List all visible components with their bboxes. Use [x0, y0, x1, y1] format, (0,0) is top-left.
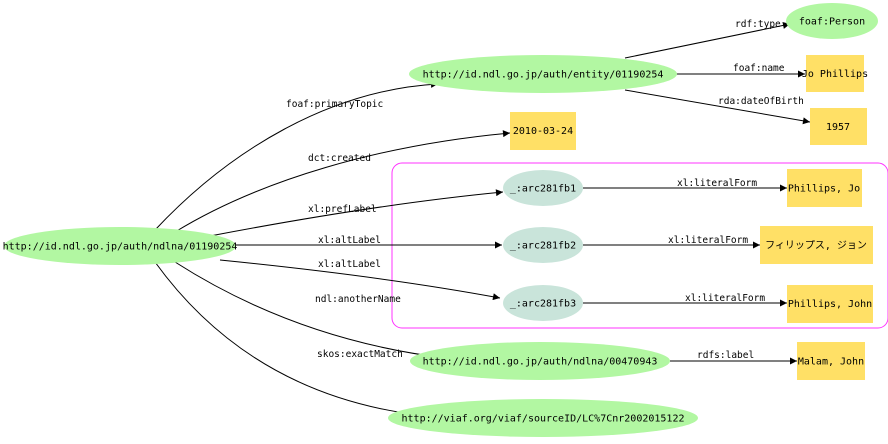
edge-label-alt-label-1: xl:altLabel [318, 235, 381, 246]
node-foaf-person[interactable]: foaf:Person [786, 3, 878, 39]
node-blank-1[interactable]: _:arc281fb1 [503, 170, 583, 206]
node-label: フィリップス, ジョン [765, 240, 867, 252]
node-ndlna-other[interactable]: http://id.ndl.go.jp/auth/ndlna/00470943 [410, 342, 670, 380]
node-birth-literal[interactable]: 1957 [810, 108, 867, 145]
edge-label-another-name: ndl:anotherName [315, 294, 401, 305]
literal-node-shape [787, 169, 862, 207]
edge-label-literal-form-1: xl:literalForm [677, 178, 757, 189]
node-viaf[interactable]: http://viaf.org/viaf/sourceID/LC%7Cnr200… [388, 399, 698, 437]
node-blank-3[interactable]: _:arc281fb3 [503, 285, 583, 321]
node-label: http://id.ndl.go.jp/auth/ndlna/01190254 [3, 242, 238, 253]
node-literal-form-1[interactable]: Phillips, Jo [787, 169, 862, 207]
edge-rdf-type [624, 21, 791, 59]
edge-pref-label [209, 189, 504, 237]
edge-label-exact-match: skos:exactMatch [317, 349, 403, 360]
node-entity[interactable]: http://id.ndl.go.jp/auth/entity/01190254 [409, 55, 677, 93]
edge-label-rda-dob: rda:dateOfBirth [718, 96, 804, 107]
literal-node-shape [797, 342, 865, 380]
node-label: Phillips, John [788, 299, 872, 310]
edge-alt-label-2 [219, 259, 501, 301]
node-label: Phillips, Jo [788, 184, 860, 195]
node-literal-form-2[interactable]: フィリップス, ジョン [760, 226, 873, 264]
literal-node-shape [806, 55, 864, 92]
literal-node-shape [810, 108, 867, 145]
edge-label-literal-form-2: xl:literalForm [668, 235, 748, 246]
node-label: http://id.ndl.go.jp/auth/ndlna/00470943 [423, 357, 658, 368]
edge-dct-created [174, 130, 511, 233]
edge-label-dct-created: dct:created [308, 153, 371, 164]
edge-label-primary-topic: foaf:primaryTopic [286, 99, 383, 110]
uri-node-shape [4, 227, 236, 265]
node-other-literal[interactable]: Malam, John [797, 342, 865, 380]
literal-node-shape [510, 112, 576, 150]
node-label: 1957 [826, 122, 850, 133]
node-blank-2[interactable]: _:arc281fb2 [503, 227, 583, 263]
uri-node-shape [410, 342, 670, 380]
literal-node-shape [760, 226, 873, 264]
node-label: http://id.ndl.go.jp/auth/entity/01190254 [423, 70, 664, 81]
edge-label-rdfs-label: rdfs:label [697, 350, 754, 361]
node-label: http://viaf.org/viaf/sourceID/LC%7Cnr200… [402, 414, 685, 425]
blank-node-shape [503, 227, 583, 263]
node-label: _:arc281fb2 [510, 241, 576, 252]
node-label: _:arc281fb3 [510, 299, 576, 310]
node-label: foaf:Person [799, 17, 865, 28]
uri-node-shape [786, 3, 878, 39]
edge-label-literal-form-3: xl:literalForm [685, 293, 765, 304]
edge-label-rdf-type: rdf:type [735, 19, 781, 30]
edge-primary-topic [154, 80, 439, 231]
node-literal-form-3[interactable]: Phillips, John [787, 285, 873, 323]
edge-another-name [174, 261, 446, 361]
edge-label-alt-label-2: xl:altLabel [318, 259, 381, 270]
node-label: Jo Phillips [802, 69, 868, 80]
blank-node-shape [503, 170, 583, 206]
node-ndlna-main[interactable]: http://id.ndl.go.jp/auth/ndlna/01190254 [3, 227, 238, 265]
node-name-literal[interactable]: Jo Phillips [802, 55, 868, 92]
edge-exact-match [154, 261, 419, 418]
edge-label-foaf-name: foaf:name [733, 63, 785, 74]
blank-node-shape [503, 285, 583, 321]
literal-node-shape [787, 285, 873, 323]
node-label: Malam, John [798, 357, 864, 368]
uri-node-shape [409, 55, 677, 93]
node-label: _:arc281fb1 [510, 184, 576, 195]
node-label: 2010-03-24 [513, 126, 573, 137]
edge-label-pref-label: xl:prefLabel [308, 204, 377, 215]
node-created-literal[interactable]: 2010-03-24 [510, 112, 576, 150]
edge-rda-dob [624, 89, 811, 125]
uri-node-shape [388, 399, 698, 437]
